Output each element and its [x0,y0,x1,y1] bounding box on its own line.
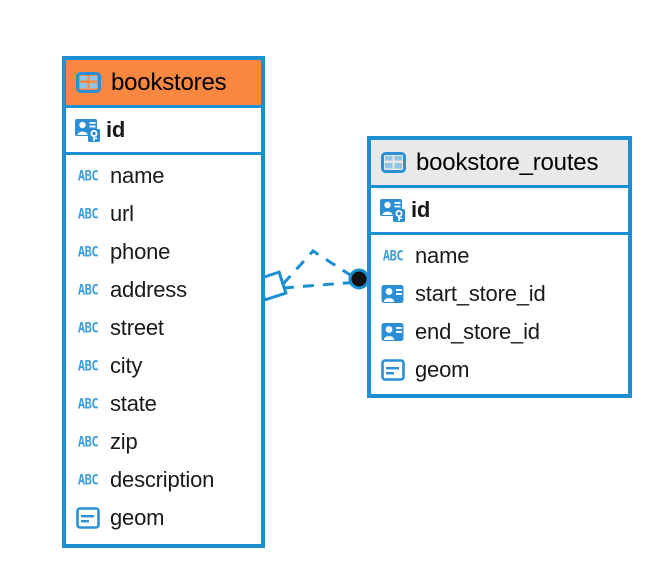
field-label: geom [415,357,470,382]
field-row[interactable]: ABC city [66,347,261,385]
field-label: phone [110,239,171,264]
entity-table-bookstores[interactable]: bookstores id [62,56,265,548]
geometry-type-icon [75,505,101,531]
field-row[interactable]: ABC url [66,195,261,233]
field-label: zip [110,429,138,454]
field-row[interactable]: ABC address [66,271,261,309]
text-type-icon: ABC [75,315,101,341]
geometry-type-icon [380,357,406,383]
text-type-icon: ABC [75,277,101,303]
field-row[interactable]: ABC name [66,157,261,195]
primary-key-icon [75,117,101,143]
foreign-key-icon [380,281,406,307]
field-label: end_store_id [415,319,540,344]
table-icon [75,70,101,96]
text-type-icon: ABC [75,353,101,379]
entity-title: bookstore_routes [416,148,599,176]
field-label: start_store_id [415,281,546,306]
field-label: city [110,353,143,378]
field-row[interactable]: ABC description [66,461,261,499]
field-label: state [110,391,157,416]
text-type-icon: ABC [75,391,101,417]
field-row[interactable]: ABC street [66,309,261,347]
text-type-icon: ABC [380,243,406,269]
text-type-icon: ABC [75,429,101,455]
primary-key-section: id [371,188,628,235]
fields-section: ABC name start_store_id [371,235,628,389]
relationship-line-upper [281,249,359,286]
field-row[interactable]: geom [371,351,628,389]
table-icon [380,150,406,176]
text-type-icon: ABC [75,201,101,227]
field-row[interactable]: end_store_id [371,313,628,351]
text-type-icon-label: ABC [77,281,99,299]
entity-header-bookstore-routes[interactable]: bookstore_routes [371,140,628,188]
field-row[interactable]: ABC state [66,385,261,423]
text-type-icon-label: ABC [382,247,404,265]
text-type-icon-label: ABC [77,433,99,451]
text-type-icon-label: ABC [77,243,99,261]
field-label: description [110,467,215,492]
field-label: url [110,201,134,226]
entity-title: bookstores [111,68,227,96]
foreign-key-icon [380,319,406,345]
field-label: geom [110,505,165,530]
text-type-icon-label: ABC [77,395,99,413]
text-type-icon-label: ABC [77,471,99,489]
field-label: id [411,197,431,222]
field-row[interactable]: id [66,108,261,152]
text-type-icon: ABC [75,239,101,265]
field-label: id [106,117,126,142]
relationship-dot-icon [348,268,370,290]
entity-table-bookstore-routes[interactable]: bookstore_routes [367,136,632,398]
primary-key-icon [380,197,406,223]
primary-key-section: id [66,108,261,155]
field-row[interactable]: ABC zip [66,423,261,461]
text-type-icon: ABC [75,467,101,493]
field-label: name [110,163,165,188]
field-row[interactable]: id [371,188,628,232]
entity-header-bookstores[interactable]: bookstores [66,60,261,108]
field-row[interactable]: geom [66,499,261,537]
text-type-icon-label: ABC [77,319,99,337]
text-type-icon-label: ABC [77,205,99,223]
field-label: address [110,277,187,302]
text-type-icon-label: ABC [77,357,99,375]
fields-section: ABC name ABC url ABC phone ABC [66,155,261,537]
text-type-icon: ABC [75,163,101,189]
field-row[interactable]: start_store_id [371,275,628,313]
field-row[interactable]: ABC name [371,237,628,275]
field-label: street [110,315,164,340]
field-label: name [415,243,470,268]
field-row[interactable]: ABC phone [66,233,261,271]
text-type-icon-label: ABC [77,167,99,185]
relationship-line-lower [282,280,359,290]
